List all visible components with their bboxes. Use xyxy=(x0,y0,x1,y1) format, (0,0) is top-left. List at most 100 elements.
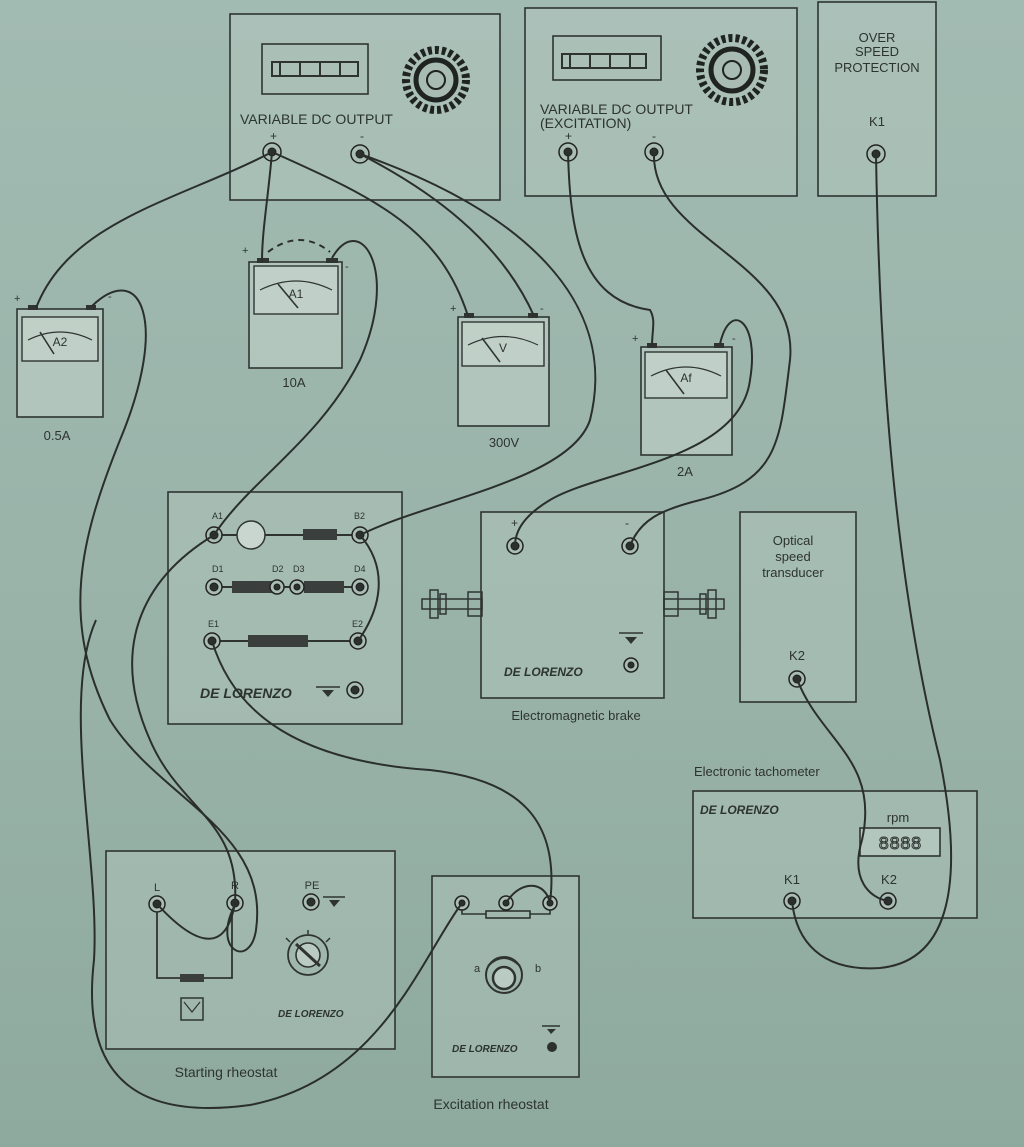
machine-d2-terminal[interactable] xyxy=(269,579,285,595)
machine-e1-label: E1 xyxy=(208,619,219,629)
ammeter-af-range: 2A xyxy=(677,464,693,479)
ammeter-af: Af + - 2A xyxy=(632,333,736,479)
dc-machine-panel: A1 B2 D1 D2 D3 D4 E1 E2 DE LORENZO xyxy=(167,491,403,725)
wire-machine-a1-to-rheostat-l xyxy=(131,534,237,904)
voltmeter-plus: + xyxy=(450,303,456,315)
machine-e2-label: E2 xyxy=(352,619,363,629)
wire-af-minus-to-brake-plus xyxy=(514,319,753,547)
wire-b2-to-e2 xyxy=(357,534,380,642)
adjust-knob-icon xyxy=(402,46,470,114)
transducer-line1: Optical xyxy=(773,533,814,548)
dc-supply-panel: VARIABLE DC OUTPUT + - xyxy=(229,13,501,201)
machine-ground-terminal[interactable] xyxy=(346,681,364,699)
machine-d3-terminal[interactable] xyxy=(289,579,305,595)
digital-display-icon xyxy=(271,61,359,77)
wire-supply-plus-to-a2 xyxy=(35,151,273,309)
wire-supply-plus-to-a1 xyxy=(261,151,273,263)
starting-rheostat-caption: Starting rheostat xyxy=(175,1064,278,1080)
armature-icon xyxy=(236,520,266,550)
machine-b2-label: B2 xyxy=(354,511,365,521)
wire-supply2-plus-to-af xyxy=(567,151,655,347)
overspeed-line2: SPEED xyxy=(855,44,899,59)
machine-d4-terminal[interactable] xyxy=(351,578,369,596)
rpm-display-digits: 8888 xyxy=(878,835,921,855)
ammeter-a2-minus: - xyxy=(108,291,112,303)
excitation-rheostat-caption: Excitation rheostat xyxy=(433,1096,548,1112)
excitation-ground-terminal[interactable] xyxy=(547,1042,557,1052)
ammeter-a1-range: 10A xyxy=(282,375,305,390)
overspeed-k1-label: K1 xyxy=(869,114,885,129)
digital-display-icon xyxy=(561,53,647,69)
tachometer-k2-label: K2 xyxy=(881,872,897,887)
voltmeter-range: 300V xyxy=(489,435,520,450)
machine-d4-label: D4 xyxy=(354,564,366,574)
brake-ground-terminal[interactable] xyxy=(623,657,639,673)
starting-rheostat-brand-logo: DE LORENZO xyxy=(278,1009,344,1020)
ammeter-af-minus: - xyxy=(732,333,736,345)
supply2-plus: + xyxy=(565,129,572,143)
excitation-rheostat-panel: a b DE LORENZO Excitation rheostat xyxy=(431,875,580,1112)
rheostat-l-label: L xyxy=(154,882,160,894)
brake-brand-logo: DE LORENZO xyxy=(504,665,583,679)
supply1-label: VARIABLE DC OUTPUT xyxy=(240,111,393,127)
excitation-resistor xyxy=(485,910,531,919)
machine-d2-label: D2 xyxy=(272,564,284,574)
supply2-label-line1: VARIABLE DC OUTPUT xyxy=(540,101,693,117)
brake-caption: Electromagnetic brake xyxy=(511,708,640,723)
voltmeter-name: V xyxy=(499,341,507,355)
wire-excitation-jumper xyxy=(505,884,551,904)
machine-d1-label: D1 xyxy=(212,564,224,574)
rheostat-pe-terminal[interactable] xyxy=(302,893,320,911)
ground-symbol-icon xyxy=(316,686,340,697)
machine-d1-terminal[interactable] xyxy=(205,578,223,596)
wire-overspeed-k1-to-tacho-k1 xyxy=(791,153,953,970)
wire-supply-plus-to-v xyxy=(271,151,469,317)
ammeter-a2-plus: + xyxy=(14,293,20,305)
wire-e1-to-excitation-b xyxy=(211,640,553,904)
excitation-supply-panel: VARIABLE DC OUTPUT (EXCITATION) + - xyxy=(524,7,798,197)
tachometer-caption: Electronic tachometer xyxy=(694,764,820,779)
wire-excitation-a-to-loop xyxy=(79,619,463,1109)
voltmeter-v: V + - 300V xyxy=(450,303,550,450)
wires xyxy=(35,151,953,1109)
shaft-left-icon xyxy=(421,589,483,619)
transducer-line3: transducer xyxy=(762,565,824,580)
rotary-knob-icon[interactable] xyxy=(485,956,523,994)
rpm-display xyxy=(859,827,941,857)
overspeed-line1: OVER xyxy=(859,30,896,45)
machine-brand-logo: DE LORENZO xyxy=(200,685,292,701)
wire-a1-minus-to-machine-a1 xyxy=(213,240,378,536)
ammeter-a1-plus: + xyxy=(242,245,248,257)
supply2-label-line2: (EXCITATION) xyxy=(540,115,631,131)
ammeter-a1-minus: - xyxy=(345,261,349,273)
optical-speed-transducer-panel: Optical speed transducer K2 xyxy=(739,511,857,703)
supply2-minus: - xyxy=(652,129,656,143)
shaft-right-icon xyxy=(663,589,725,619)
ammeter-a2-range: 0.5A xyxy=(44,428,71,443)
ammeter-a2: A2 + - 0.5A xyxy=(14,291,112,443)
tachometer-unit: rpm xyxy=(887,810,909,825)
wire-rheostat-l-to-r xyxy=(156,902,236,940)
brake-plus-label: + xyxy=(511,516,518,530)
tachometer-k1-label: K1 xyxy=(784,872,800,887)
supply1-plus: + xyxy=(270,129,277,143)
rheostat-resistor xyxy=(180,974,204,982)
transducer-k2-label: K2 xyxy=(789,648,805,663)
machine-a1-label: A1 xyxy=(212,511,223,521)
electromagnetic-brake-panel: + - DE LORENZO Electromagnetic brake xyxy=(421,511,725,723)
transducer-line2: speed xyxy=(775,549,810,564)
wire-supply2-minus-to-brake-minus xyxy=(629,151,792,547)
wire-supply-minus-to-b2 xyxy=(359,153,597,536)
voltmeter-minus: - xyxy=(540,303,544,315)
ammeter-af-name: Af xyxy=(680,371,692,385)
rheostat-pe-label: PE xyxy=(305,880,320,892)
starting-rheostat-panel: L R PE DE LORENZO Starting rheostat xyxy=(105,850,396,1080)
wire-transducer-k2-to-tacho-k2 xyxy=(796,678,889,902)
tachometer-brand-logo: DE LORENZO xyxy=(700,803,779,817)
excitation-a-label: a xyxy=(474,963,481,975)
ammeter-af-plus: + xyxy=(632,333,638,345)
winding-b-resistor xyxy=(303,529,337,540)
selector-knob-icon[interactable] xyxy=(285,930,331,976)
